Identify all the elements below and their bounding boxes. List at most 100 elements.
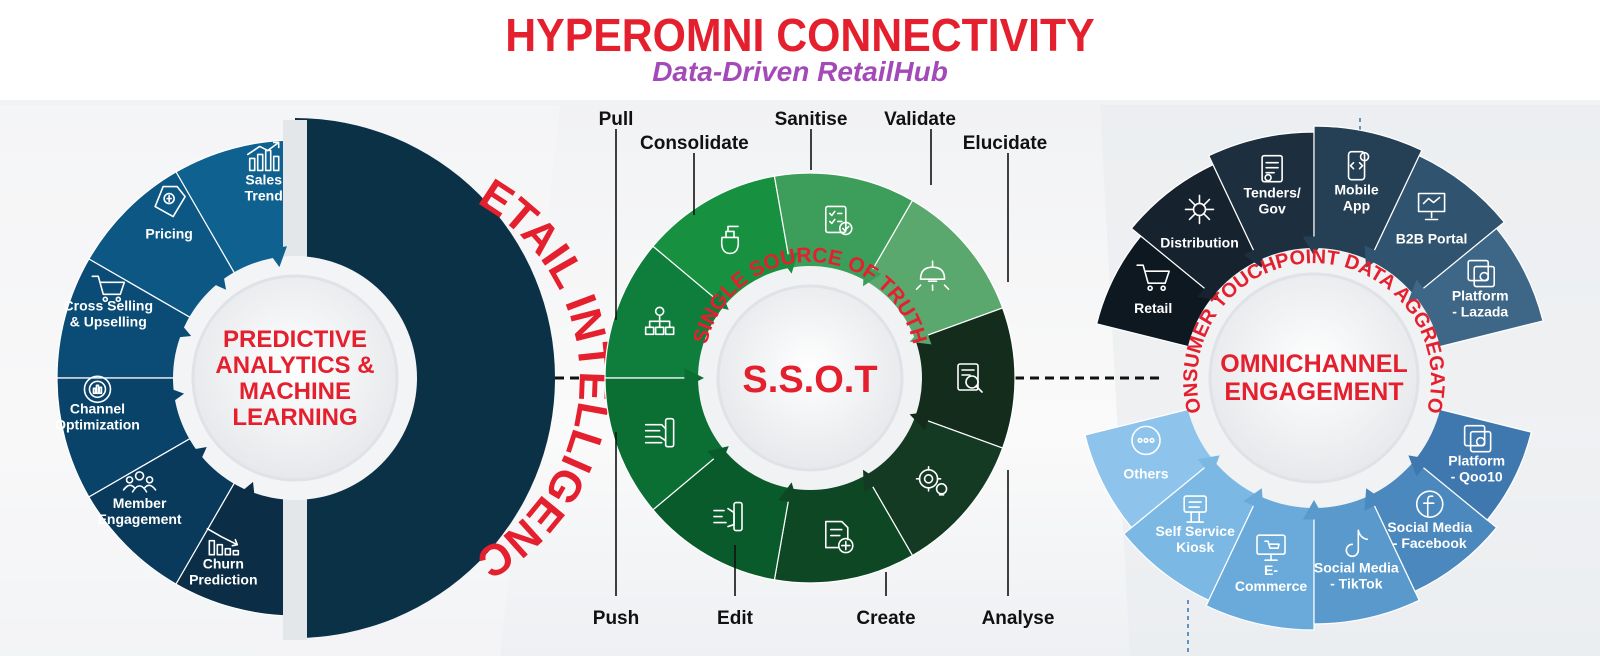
segment-pointer (684, 368, 704, 388)
checklist-icon-part (828, 210, 843, 225)
touchpoint-label: B2B Portal (1396, 230, 1468, 246)
gear-bulb-icon-part (923, 474, 934, 484)
gear-chart-icon-part (95, 384, 100, 395)
checklist-icon-part (841, 225, 850, 232)
segment-pointer (707, 446, 729, 467)
checklist-icon (824, 205, 853, 236)
touchpoint-label: Tenders/Gov (1243, 185, 1300, 217)
left-segment-label-line: Churn (203, 556, 244, 572)
platform-window-icon (1467, 259, 1496, 288)
mobile-code-icon-part (1347, 150, 1366, 181)
platform-window-icon-part (1463, 424, 1486, 447)
omnichannel-engagement-label-line: ENGAGEMENT (1224, 378, 1403, 406)
touchpoint-label: Platform- Lazada (1452, 288, 1509, 320)
page-subtitle: Data-Driven RetailHub (652, 56, 948, 87)
document-search-icon (957, 363, 983, 393)
bar-chart-up-icon-part (246, 141, 280, 156)
ssot-center-label: S.S.O.T (742, 359, 877, 401)
data-flow-icon (644, 306, 675, 336)
facebook-icon (1415, 490, 1444, 518)
spray-bottle-icon-part (720, 225, 740, 255)
more-dots-icon-part (1131, 425, 1161, 456)
touchpoint-label-line: B2B Portal (1396, 230, 1468, 246)
price-tag-icon (154, 185, 186, 218)
price-tag-icon-part (163, 192, 175, 205)
left-segment-label-line: Trend (245, 187, 283, 203)
mobile-code-icon-part (1359, 151, 1370, 162)
data-flow-icon-part (654, 326, 665, 336)
segment-pointer (184, 446, 207, 468)
touchpoint-label-line: - Facebook (1393, 535, 1467, 551)
left-segment-label-line: & Upselling (70, 313, 147, 329)
checklist-icon-part (838, 221, 853, 236)
touchpoint-label-line: Tenders/ (1243, 185, 1300, 201)
touchpoint-label: E-Commerce (1235, 562, 1308, 594)
presentation-board-icon-part (1422, 196, 1441, 221)
shopping-cart-icon (1136, 264, 1170, 292)
bar-chart-up-icon-part (272, 155, 280, 172)
people-group-icon (122, 471, 157, 493)
bar-chart-down-icon-part (232, 549, 240, 556)
tender-document-icon-part (1264, 173, 1272, 182)
step-label-bottom: Create (856, 608, 915, 629)
spray-bottle-icon (720, 225, 740, 255)
left-segment-label: Pricing (145, 226, 192, 242)
touchpoint-label-line: - TikTok (1330, 575, 1383, 591)
document-search-icon-part (975, 385, 983, 393)
document-add-icon-part (837, 537, 854, 554)
shopping-cart-icon-part (1136, 264, 1170, 285)
facebook-icon-part (1415, 490, 1444, 518)
platform-window-icon-part (1473, 265, 1496, 288)
bar-chart-down-icon-part (206, 527, 239, 547)
people-group-icon-part (134, 471, 145, 481)
segment-pointer (1243, 488, 1264, 511)
bar-chart-up-icon-part (248, 157, 256, 172)
more-dots-icon-part (1149, 437, 1155, 443)
left-segment-label-line: Pricing (145, 226, 192, 242)
bar-chart-down-icon (206, 527, 240, 556)
hub (716, 284, 904, 472)
more-dots-icon-part (1143, 437, 1149, 443)
segment-pointer (778, 252, 798, 274)
hub (1208, 272, 1420, 484)
touchpoint-label: Others (1123, 465, 1168, 481)
predictive-analytics-label-line: MACHINE (239, 378, 351, 405)
step-label-top: Validate (884, 109, 956, 130)
touchpoint-label: Distribution (1160, 234, 1239, 250)
left-segment-label-line: Sales (245, 171, 282, 187)
tender-document-icon-part (1261, 154, 1283, 183)
touchpoint-label-line: Social Media (1387, 519, 1472, 535)
segment-pointer (1408, 279, 1431, 301)
gear-bulb-icon-part (915, 466, 942, 492)
platform-window-icon-part (1475, 436, 1486, 447)
segment-pointer (1364, 245, 1385, 268)
touchpoint-label-line: Retail (1134, 300, 1172, 316)
shopping-cart-icon-part (102, 296, 109, 303)
bar-chart-up-icon (246, 141, 280, 172)
touchpoint-label-line: E- (1264, 562, 1278, 578)
touchpoint-label: Retail (1134, 300, 1172, 316)
left-segment-label-line: Member (113, 495, 167, 511)
retail-intelligence-ring (295, 118, 555, 638)
shopping-cart-icon-part (1147, 285, 1153, 292)
step-label-bottom: Analyse (982, 608, 1055, 629)
platform-window-icon (1463, 424, 1492, 453)
touchpoint-label-line: App (1343, 198, 1370, 214)
segment-pointer (1197, 455, 1220, 477)
ecommerce-monitor-icon (1256, 534, 1286, 562)
gear-chart-icon-part (92, 387, 97, 395)
gear-chart-icon-part (98, 386, 103, 395)
gear-chart-icon (83, 375, 112, 404)
touchpoint-label: Platform- Qoo10 (1448, 453, 1505, 485)
touchpoint-label-line: - Qoo10 (1451, 469, 1503, 485)
bar-chart-down-icon-part (224, 547, 232, 556)
tiktok-icon (1345, 529, 1369, 558)
mobile-code-icon-part (1349, 161, 1364, 170)
